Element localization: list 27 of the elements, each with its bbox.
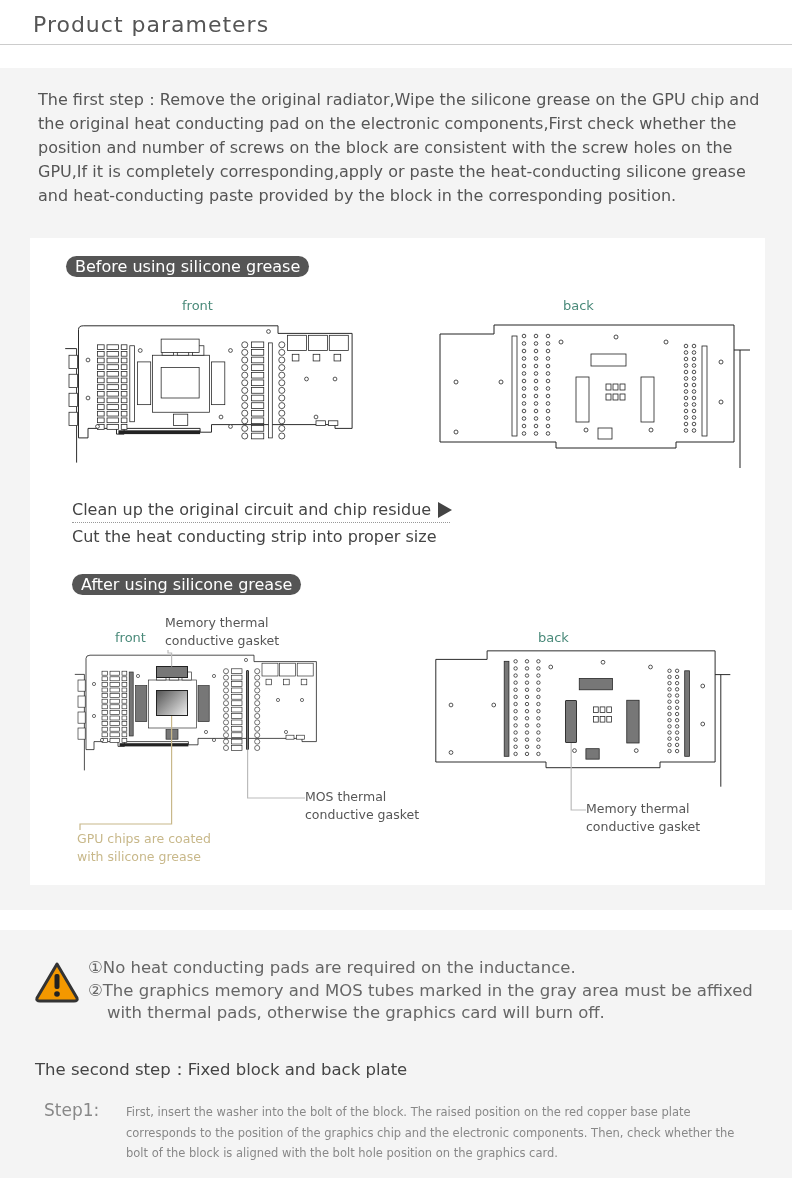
thermal-strip xyxy=(565,700,578,743)
section-pill: After using silicone grease xyxy=(72,574,302,595)
leader-line xyxy=(79,715,173,831)
leader-line xyxy=(167,649,173,667)
callout-text: Memory thermal conductive gasket xyxy=(165,614,315,650)
view-label: back xyxy=(538,630,569,645)
view-label: front xyxy=(115,630,146,645)
section-pill: Before using silicone grease xyxy=(66,256,310,277)
view-label: front xyxy=(182,298,213,313)
view-label: back xyxy=(563,298,594,313)
note-text: ①No heat conducting pads are required on the inductance. xyxy=(88,958,577,977)
callout-text: GPU chips are coated with silicone grease xyxy=(77,830,227,866)
note-text: ②The graphics memory and MOS tubes marked in the gray area must be affixed with thermal pads, otherwise the graphics card will burn off. xyxy=(88,980,754,1024)
leader-line xyxy=(570,742,587,811)
gpu-chip xyxy=(155,690,188,716)
step-number: Step1: xyxy=(44,1100,100,1120)
callout-text: Memory thermal conductive gasket xyxy=(586,800,736,836)
thermal-pad xyxy=(155,666,188,678)
step-description: The first step：Remove the original radiator,Wipe the silicone grease on the GPU chip and the original heat conducting pad on the electronic components,First check whether the position and number of screws on the block are consistent with the screw holes on the GPU,If it is completely corresponding,apply or paste the heat-conducting silicone grease and heat-conducting paste provided by the block in the corresponding position. xyxy=(38,89,761,207)
instruction-text: Cut the heat conducting strip into proper size xyxy=(72,527,437,546)
callout-text: MOS thermal conductive gasket xyxy=(305,788,455,824)
step-heading: The second step：Fixed block and back plate xyxy=(35,1059,408,1081)
page-title: Product parameters xyxy=(33,12,270,37)
thermal-strip xyxy=(246,669,250,750)
instruction-text: Clean up the original circuit and chip residue xyxy=(72,500,432,519)
step-description: First, insert the washer into the bolt of the block. The raised position on the red copper base plate corresponds to the position of the graphics chip and the electronic components. Then, check whether the bolt of the block is aligned with the bolt hole position on the graphics card. xyxy=(126,1104,736,1162)
leader-line xyxy=(247,749,306,799)
